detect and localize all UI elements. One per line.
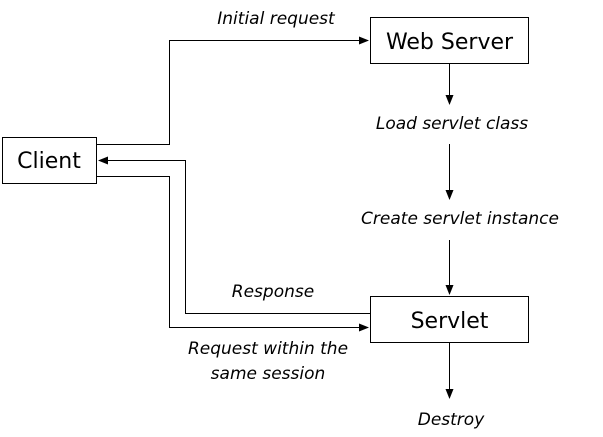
same-session-request-arrow — [97, 176, 369, 332]
client-box — [2, 137, 97, 184]
destroy-label: Destroy — [418, 410, 485, 430]
initial-request-arrow — [97, 36, 369, 145]
web-server-box — [370, 17, 529, 64]
servlet-box — [370, 296, 529, 343]
client-node: Client — [2, 137, 97, 184]
response-arrow — [98, 156, 370, 314]
servlet-label: Servlet — [411, 309, 489, 334]
same-session-label-line1: Request within the — [188, 339, 348, 359]
same-session-label-line2: same session — [211, 364, 326, 384]
response-label: Response — [232, 282, 314, 302]
web-server-node: Web Server — [370, 17, 529, 64]
servlet-node: Servlet — [370, 296, 529, 343]
initial-request-label: Initial request — [217, 9, 336, 29]
client-label: Client — [17, 149, 81, 174]
create-instance-label: Create servlet instance — [361, 209, 559, 229]
web-server-label: Web Server — [386, 30, 514, 55]
load-class-label: Load servlet class — [376, 114, 528, 134]
